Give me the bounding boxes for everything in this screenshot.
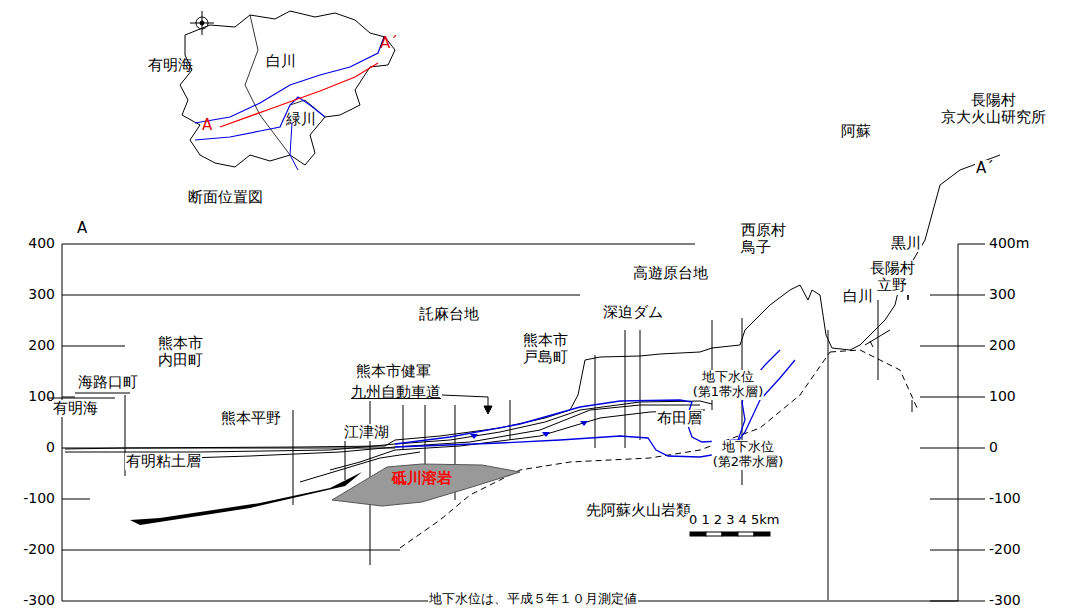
section-end: A bbox=[202, 117, 212, 134]
river-line bbox=[290, 123, 298, 170]
lava-name: 砥川溶岩 bbox=[392, 470, 452, 487]
lake-name: 江津湖 bbox=[343, 424, 390, 441]
axis-value: 200 bbox=[27, 337, 56, 353]
axis-value: 400 bbox=[27, 235, 56, 251]
river-name: 黒川 bbox=[890, 235, 922, 252]
water-level-label: 地下水位 (第1帯水層) bbox=[692, 370, 764, 400]
place-name: 海路口町 bbox=[77, 374, 139, 391]
landform-name: 高遊原台地 bbox=[632, 265, 709, 282]
landform-name: 熊本平野 bbox=[220, 410, 282, 427]
location-map: 有明海 白川緑川 A A´ 断面位置図 bbox=[140, 5, 410, 210]
district-boundary bbox=[245, 15, 325, 155]
axis-value: -200 bbox=[988, 541, 1022, 557]
river-name: 緑川 bbox=[286, 111, 301, 128]
note: 地下水位は、平成５年１０月測定値 bbox=[428, 592, 638, 607]
place-name: 熊本市健軍 bbox=[355, 363, 432, 380]
axis-value: -100 bbox=[22, 490, 56, 506]
axis-value: -100 bbox=[988, 490, 1022, 506]
water-level-label: 地下水位 (第2帯水層) bbox=[712, 440, 784, 470]
river-line bbox=[195, 97, 325, 140]
section-end: A´ bbox=[380, 35, 398, 52]
river-name: 白川 bbox=[266, 53, 281, 70]
north-arrow bbox=[190, 11, 214, 35]
road-name: 九州自動車道 bbox=[350, 384, 442, 401]
sea-name: 有明海 bbox=[52, 400, 99, 417]
scale-label: 0 1 2 3 4 5km bbox=[688, 513, 780, 528]
sea-name: 有明海 bbox=[148, 57, 163, 74]
axis-value: 200 bbox=[988, 337, 1017, 353]
lava-outline bbox=[332, 464, 520, 506]
map-caption: 断面位置図 bbox=[188, 189, 263, 206]
axis-value: 0 bbox=[988, 439, 999, 455]
axis-value: 0 bbox=[45, 439, 56, 455]
place-name: 熊本市 戸島町 bbox=[522, 332, 569, 367]
stratum-name: 有明粘土層 bbox=[125, 453, 202, 470]
prefecture-outline bbox=[180, 11, 395, 167]
axis-value: 300 bbox=[27, 286, 56, 302]
axis-value: -300 bbox=[988, 592, 1022, 608]
axis-value: 300 bbox=[988, 286, 1017, 302]
section-end: A´ bbox=[975, 160, 995, 177]
map-outline bbox=[140, 5, 410, 210]
section-end: A bbox=[76, 220, 88, 237]
landform-name: 託麻台地 bbox=[418, 306, 480, 323]
place-name: 阿蘇 bbox=[840, 123, 872, 140]
stratum-name: 先阿蘇火山岩類 bbox=[585, 502, 692, 519]
axis-value: -200 bbox=[22, 541, 56, 557]
place-name: 長陽村 京大火山研究所 bbox=[940, 92, 1047, 127]
axis-value: -300 bbox=[22, 592, 56, 608]
axis-value: 100 bbox=[988, 388, 1017, 404]
axis-value: 400m bbox=[988, 235, 1030, 251]
stratum-name: 布田層 bbox=[656, 410, 703, 427]
place-name: 長陽村 立野 bbox=[869, 260, 916, 295]
lava-body: 砥川溶岩 bbox=[332, 462, 522, 507]
dam-name: 深迫ダム bbox=[602, 304, 664, 321]
river-name: 白川 bbox=[842, 288, 874, 305]
place-name: 西原村 鳥子 bbox=[740, 222, 787, 257]
place-name: 熊本市 内田町 bbox=[157, 335, 204, 370]
